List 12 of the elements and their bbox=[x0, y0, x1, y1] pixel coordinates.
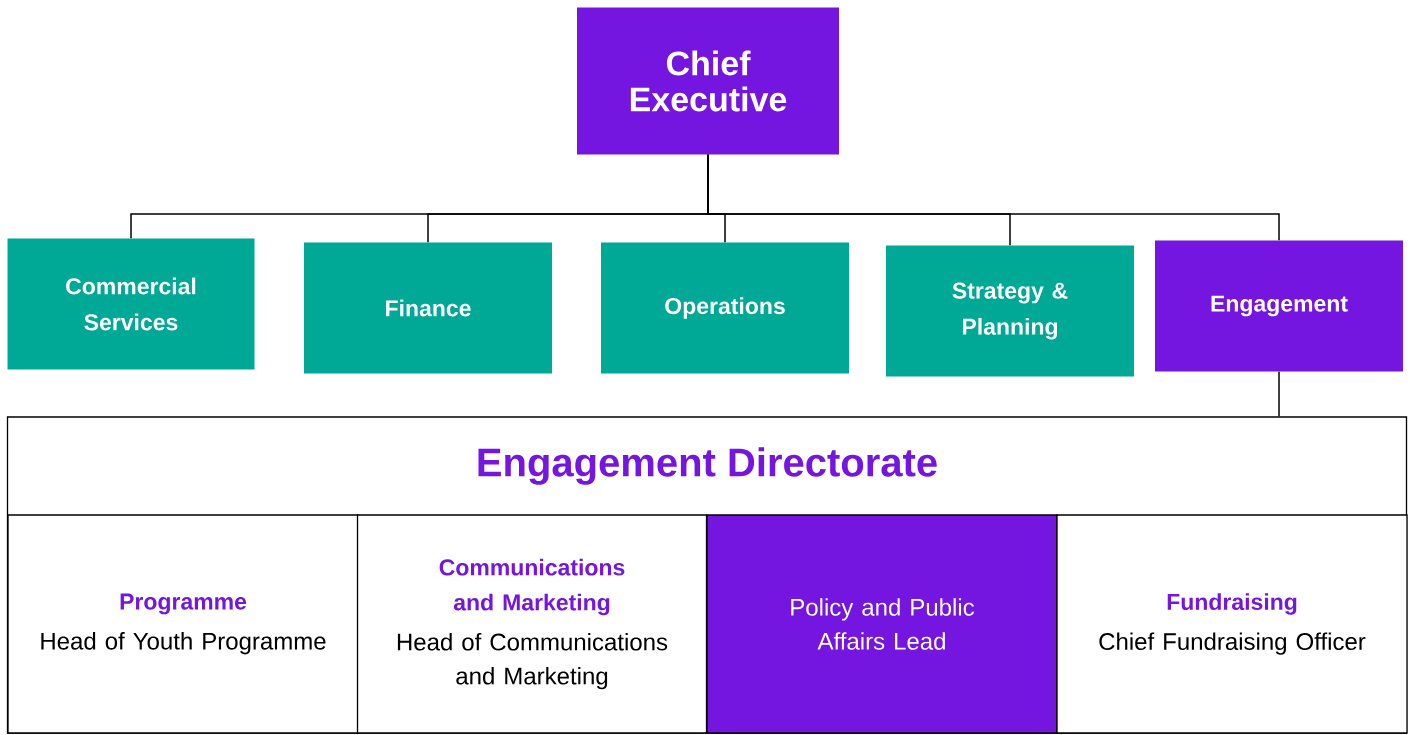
department-box: Engagement bbox=[1155, 240, 1403, 372]
connector-line bbox=[707, 153, 1280, 242]
role-cell: Programme Head of Youth Programme bbox=[7, 514, 359, 734]
role-cell: Fundraising Chief Fundraising Officer bbox=[1056, 514, 1408, 734]
department-box: Operations bbox=[601, 242, 849, 374]
executive-box: Chief Executive bbox=[577, 7, 839, 155]
role-cell: Policy and Public Affairs Lead bbox=[706, 514, 1058, 734]
department-box: Strategy & Planning bbox=[886, 245, 1134, 377]
department-box: Finance bbox=[304, 242, 552, 374]
role-cell: Communications and Marketing Head of Communications and Marketing bbox=[356, 514, 708, 734]
connector-line bbox=[1278, 370, 1280, 418]
department-box: Commercial Services bbox=[7, 238, 255, 370]
